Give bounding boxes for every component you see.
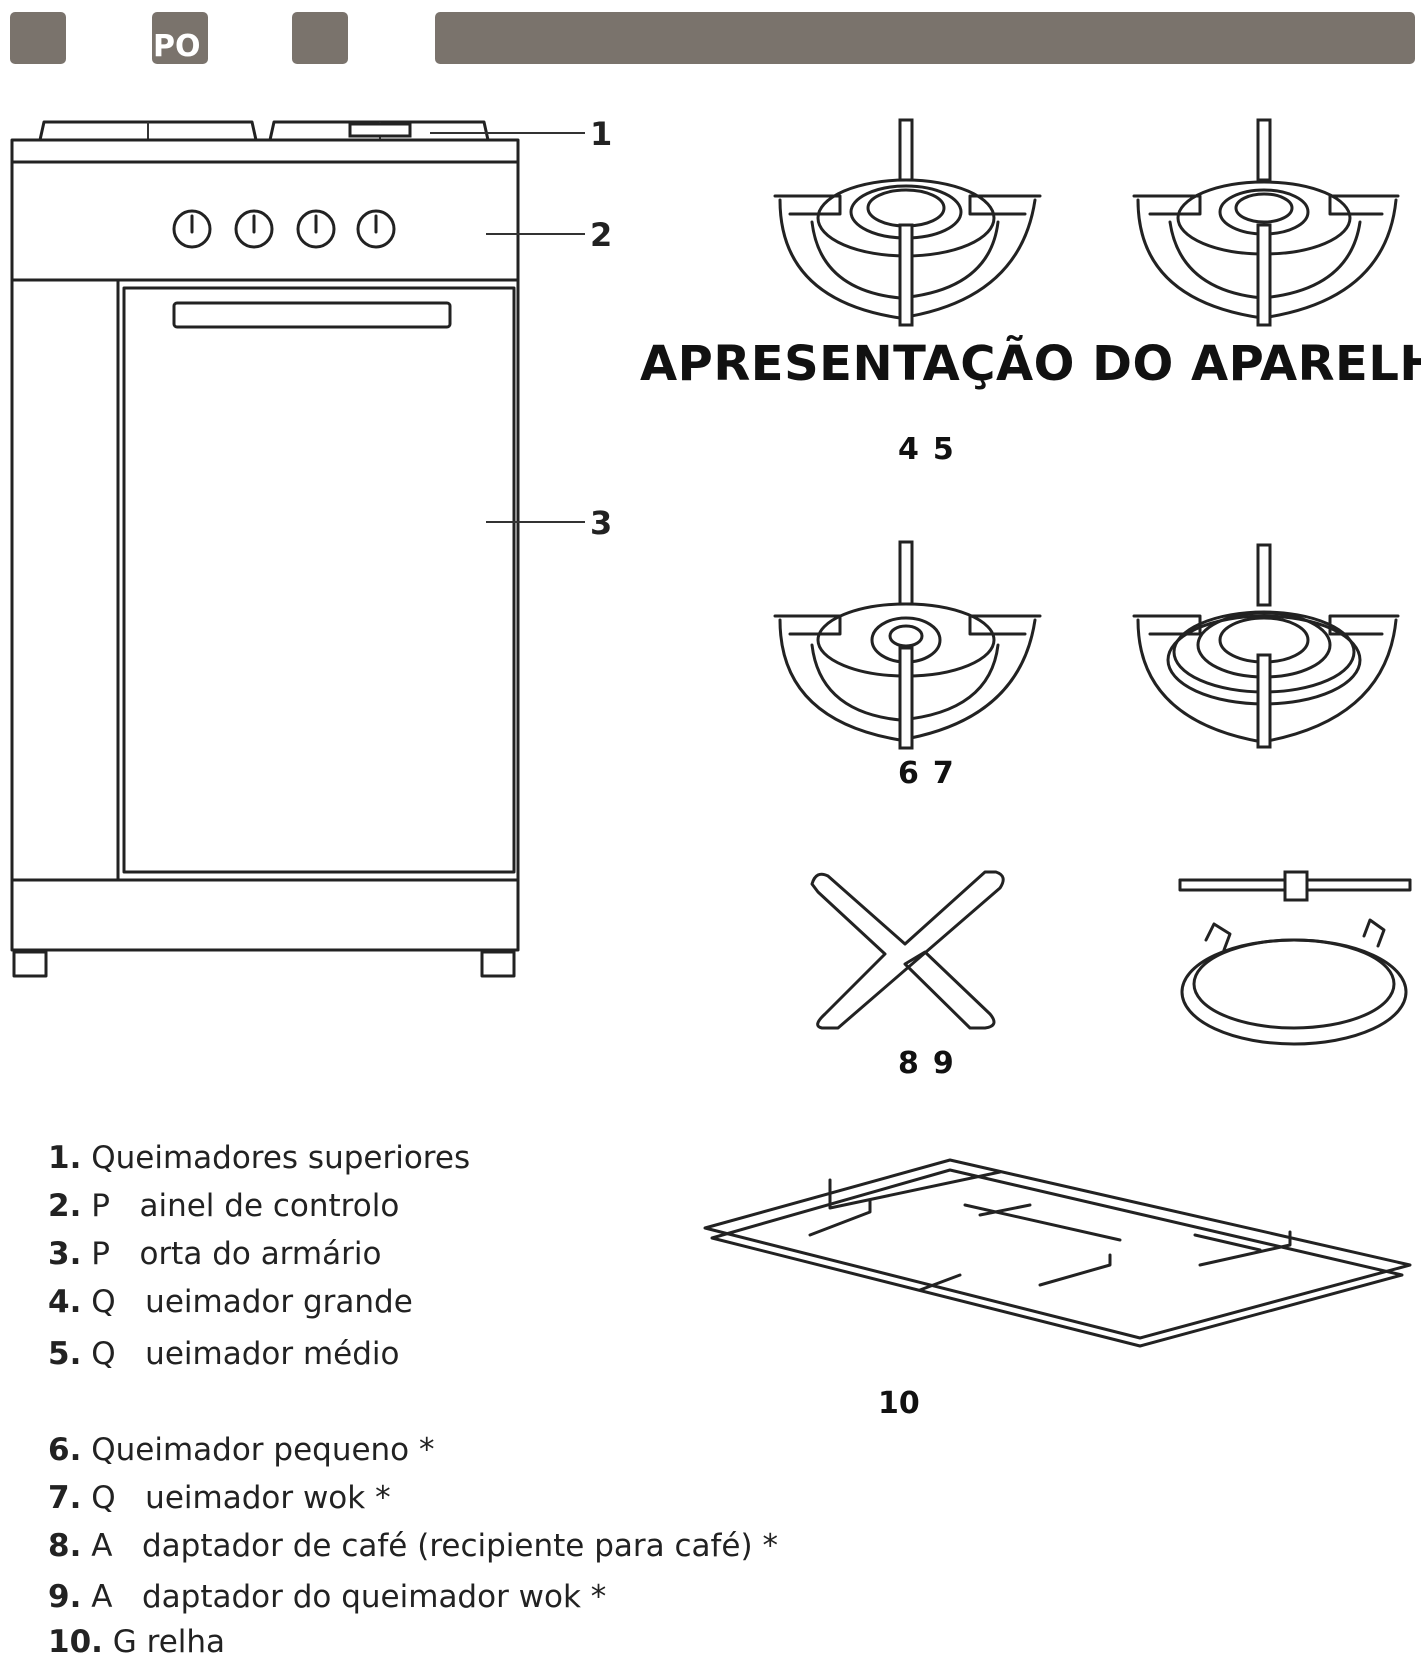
page-title: APRESENTAÇÃO DO APARELHO [640, 336, 1421, 392]
coffee-adapter-illustration [810, 870, 1005, 1030]
legend-item-3: 3. P orta do armário [48, 1236, 382, 1272]
burner-wok-illustration [1132, 543, 1400, 749]
language-code: PO [153, 29, 201, 64]
legend-item-1: 1. Queimadores superiores [48, 1140, 471, 1176]
header-tab-2 [152, 12, 208, 64]
label-10: 10 [878, 1386, 920, 1421]
legend-item-10: 10. G relha [48, 1624, 226, 1660]
legend-item-2: 2. P ainel de controlo [48, 1188, 400, 1224]
label-7: 7 [932, 756, 954, 791]
header-tab-1 [10, 12, 66, 64]
legend-item-7: 7. Q ueimador wok * [48, 1480, 391, 1516]
header-tab-3 [292, 12, 348, 64]
legend-item-9: 9. A daptador do queimador wok * [48, 1579, 607, 1615]
header-bar [435, 12, 1415, 64]
label-4: 4 [898, 432, 919, 467]
callout-3: 3 [590, 504, 613, 542]
burner-small-illustration [773, 540, 1042, 750]
callout-2: 2 [590, 216, 613, 254]
wok-adapter-illustration [1178, 870, 1412, 1046]
callout-1: 1 [590, 115, 613, 153]
cooker-illustration [10, 120, 585, 978]
burner-medium-illustration [1132, 118, 1400, 327]
legend-item-6: 6. Queimador pequeno * [48, 1432, 435, 1468]
label-5: 5 [932, 432, 954, 467]
burner-large-illustration [773, 118, 1042, 327]
label-8: 8 [898, 1046, 919, 1081]
label-6: 6 [898, 756, 919, 791]
legend-item-5: 5. Q ueimador médio [48, 1336, 400, 1372]
label-9: 9 [932, 1046, 954, 1081]
legend-item-8: 8. A daptador de café (recipiente para c… [48, 1528, 778, 1564]
pan-grid-illustration [703, 1158, 1412, 1348]
legend-item-4: 4. Q ueimador grande [48, 1284, 413, 1320]
